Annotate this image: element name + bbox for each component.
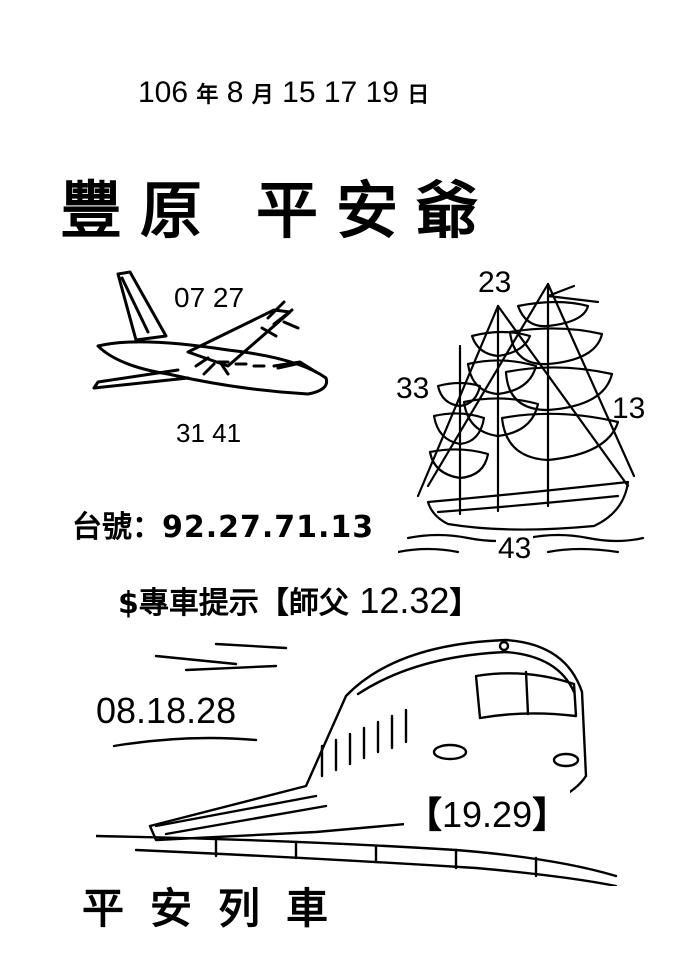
date-line: 106 年 8 月 15 17 19 日 [138, 76, 429, 110]
days: 15 17 19 [282, 76, 399, 109]
bracket-open: 【 [406, 795, 443, 836]
plane-bottom-numbers: 31 41 [176, 418, 242, 448]
train-illustration [96, 638, 618, 886]
page-title: 豐原平安爺 [60, 160, 496, 250]
airplane-illustration [92, 270, 329, 396]
ship-right-number: 13 [612, 392, 646, 425]
bracket-numbers: 19.29 [442, 794, 533, 835]
year-char: 年 [196, 82, 219, 107]
ship-left-number: 33 [396, 372, 430, 405]
bracket-close: 】 [532, 795, 569, 836]
train-left-numbers: 08.18.28 [96, 690, 237, 731]
day-char: 日 [407, 82, 430, 107]
tai-hao-value: 92.27.71.13 [162, 510, 375, 545]
hint-line: $專車提示【師父 12.32】 [118, 578, 479, 622]
sailing-ship-illustration [398, 282, 645, 554]
footer-title: 平安列車 [82, 884, 355, 933]
ship-bottom-number: 43 [496, 532, 534, 566]
ship-top-number: 23 [478, 266, 512, 299]
hint-prefix: $專車提示【師父 [118, 586, 349, 621]
train-bracket-numbers: 【19.29】 [404, 786, 571, 838]
hint-numbers: 12.32 [359, 580, 450, 621]
title-right: 平安爺 [256, 174, 497, 247]
month: 8 [226, 76, 244, 109]
month-char: 月 [251, 82, 274, 107]
title-left: 豐原 [60, 174, 221, 247]
tai-hao-label: 台號： [72, 510, 162, 545]
plane-top-numbers: 07 27 [174, 282, 245, 313]
hint-suffix: 】 [449, 586, 480, 621]
tai-hao-line: 台號：92.27.71.13 [72, 502, 374, 546]
year: 106 [138, 76, 189, 109]
